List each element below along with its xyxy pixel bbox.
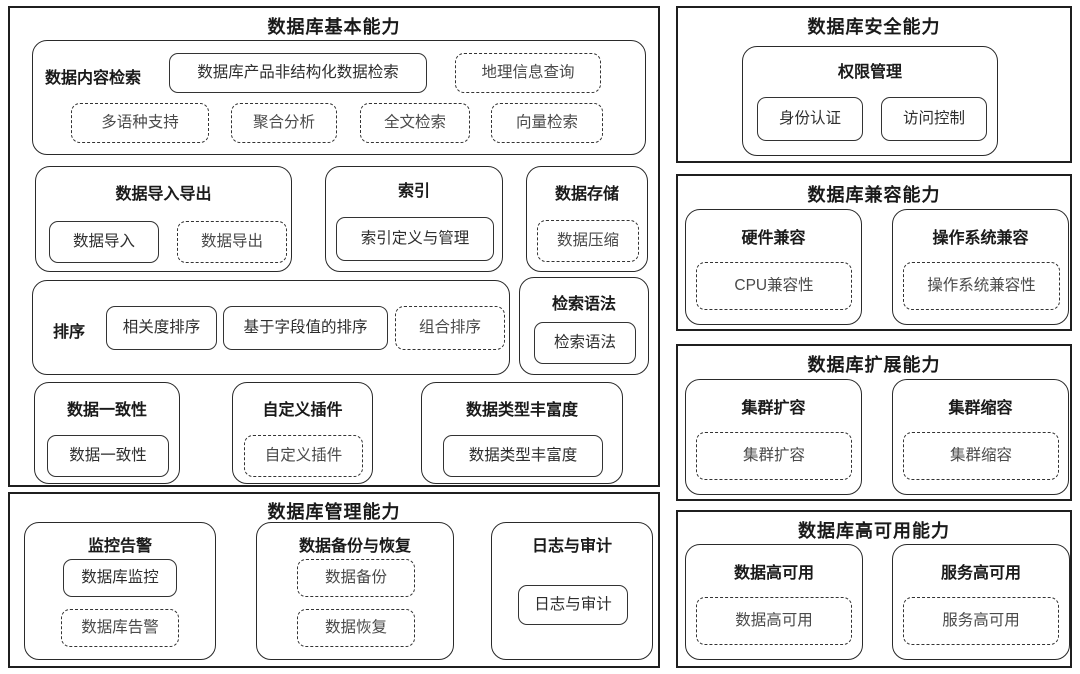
box-index-define-manage: 索引定义与管理	[336, 217, 494, 261]
box-relevance-sort: 相关度排序	[106, 306, 217, 350]
box-db-monitor: 数据库监控	[63, 559, 177, 597]
box-data-export: 数据导出	[177, 221, 287, 263]
group-custom-plugin: 自定义插件 自定义插件	[232, 382, 373, 484]
box-os-compat: 操作系统兼容性	[903, 262, 1060, 310]
basic-panel-title: 数据库基本能力	[267, 17, 401, 37]
panel-scalability-capability: 数据库扩展能力 集群扩容 集群扩容 集群缩容 集群缩容	[676, 344, 1072, 501]
compatibility-panel-title: 数据库兼容能力	[807, 185, 941, 205]
box-data-restore: 数据恢复	[297, 609, 415, 647]
scalability-panel-title: 数据库扩展能力	[807, 355, 941, 375]
box-custom-plugin: 自定义插件	[244, 435, 363, 477]
group-hardware-compat: 硬件兼容 CPU兼容性	[685, 209, 862, 325]
group-import-export: 数据导入导出 数据导入 数据导出	[35, 166, 292, 272]
group-data-ha: 数据高可用 数据高可用	[685, 544, 863, 660]
group-content-retrieval: 数据内容检索 数据库产品非结构化数据检索 地理信息查询 多语种支持 聚合分析 全…	[32, 40, 646, 155]
log-audit-title: 日志与审计	[531, 538, 612, 555]
data-ha-title: 数据高可用	[733, 565, 814, 582]
monitor-alert-title: 监控告警	[87, 538, 152, 555]
group-sorting: 排序 相关度排序 基于字段值的排序 组合排序	[32, 280, 510, 375]
permission-management-title: 权限管理	[837, 64, 902, 81]
box-access-control: 访问控制	[881, 97, 987, 141]
group-log-audit: 日志与审计 日志与审计	[491, 522, 653, 660]
group-monitor-alert: 监控告警 数据库监控 数据库告警	[24, 522, 216, 660]
box-db-alert: 数据库告警	[61, 609, 179, 647]
box-cluster-scale-out: 集群扩容	[696, 432, 852, 480]
group-search-syntax: 检索语法 检索语法	[519, 277, 649, 375]
import-export-title: 数据导入导出	[115, 186, 212, 203]
panel-ha-capability: 数据库高可用能力 数据高可用 数据高可用 服务高可用 服务高可用	[676, 510, 1072, 668]
box-multilingual-support: 多语种支持	[71, 103, 209, 143]
box-cluster-scale-in: 集群缩容	[903, 432, 1059, 480]
box-fulltext-search: 全文检索	[360, 103, 470, 143]
hardware-compat-title: 硬件兼容	[741, 230, 806, 247]
index-title: 索引	[397, 183, 430, 200]
box-data-ha: 数据高可用	[696, 597, 852, 645]
group-service-ha: 服务高可用 服务高可用	[892, 544, 1070, 660]
panel-compatibility-capability: 数据库兼容能力 硬件兼容 CPU兼容性 操作系统兼容 操作系统兼容性	[676, 174, 1072, 331]
security-panel-title: 数据库安全能力	[807, 17, 941, 37]
panel-basic-capability: 数据库基本能力 数据内容检索 数据库产品非结构化数据检索 地理信息查询 多语种支…	[8, 6, 660, 487]
ha-panel-title: 数据库高可用能力	[798, 521, 950, 541]
box-data-import: 数据导入	[49, 221, 159, 263]
group-cluster-scale-in: 集群缩容 集群缩容	[892, 379, 1069, 495]
box-field-value-sort: 基于字段值的排序	[223, 306, 388, 350]
box-search-syntax: 检索语法	[534, 322, 636, 364]
group-data-storage: 数据存储 数据压缩	[526, 166, 648, 272]
box-data-type-richness: 数据类型丰富度	[443, 435, 603, 477]
data-storage-title: 数据存储	[554, 186, 619, 203]
box-data-compression: 数据压缩	[537, 220, 639, 262]
group-index: 索引 索引定义与管理	[325, 166, 503, 272]
service-ha-title: 服务高可用	[940, 565, 1021, 582]
search-syntax-title: 检索语法	[551, 296, 616, 313]
box-combined-sort: 组合排序	[395, 306, 505, 350]
data-type-richness-title: 数据类型丰富度	[465, 402, 578, 419]
group-backup-restore: 数据备份与恢复 数据备份 数据恢复	[256, 522, 454, 660]
backup-restore-title: 数据备份与恢复	[298, 538, 411, 555]
management-panel-title: 数据库管理能力	[267, 502, 401, 522]
box-data-consistency: 数据一致性	[47, 435, 169, 477]
group-permission-management: 权限管理 身份认证 访问控制	[742, 46, 998, 156]
box-aggregation-analysis: 聚合分析	[231, 103, 337, 143]
panel-management-capability: 数据库管理能力 监控告警 数据库监控 数据库告警 数据备份与恢复 数据备份 数据…	[8, 492, 660, 668]
box-cpu-compat: CPU兼容性	[696, 262, 852, 310]
box-identity-auth: 身份认证	[757, 97, 863, 141]
group-data-type-richness: 数据类型丰富度 数据类型丰富度	[421, 382, 623, 484]
sorting-label: 排序	[53, 324, 86, 341]
group-data-consistency: 数据一致性 数据一致性	[34, 382, 180, 484]
box-geo-query: 地理信息查询	[455, 53, 601, 93]
data-consistency-title: 数据一致性	[66, 402, 147, 419]
custom-plugin-title: 自定义插件	[262, 402, 343, 419]
group-cluster-scale-out: 集群扩容 集群扩容	[685, 379, 862, 495]
box-service-ha: 服务高可用	[903, 597, 1059, 645]
box-data-backup: 数据备份	[297, 559, 415, 597]
box-log-audit: 日志与审计	[518, 585, 628, 625]
panel-security-capability: 数据库安全能力 权限管理 身份认证 访问控制	[676, 6, 1072, 163]
cluster-scale-in-title: 集群缩容	[948, 400, 1013, 417]
group-os-compat: 操作系统兼容 操作系统兼容性	[892, 209, 1069, 325]
os-compat-title: 操作系统兼容	[932, 230, 1029, 247]
box-vector-search: 向量检索	[491, 103, 603, 143]
cluster-scale-out-title: 集群扩容	[741, 400, 806, 417]
content-retrieval-label: 数据内容检索	[45, 70, 142, 87]
box-unstructured-retrieval: 数据库产品非结构化数据检索	[169, 53, 427, 93]
